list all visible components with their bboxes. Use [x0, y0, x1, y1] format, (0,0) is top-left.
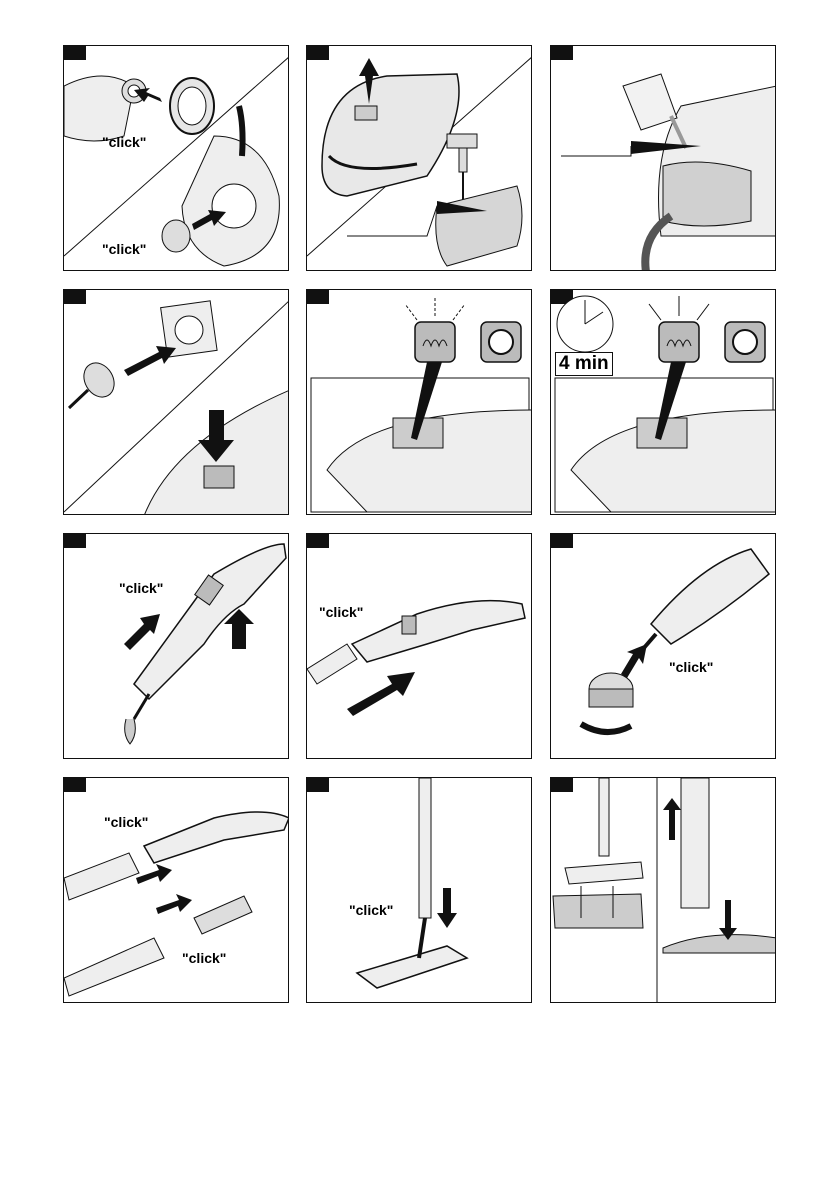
steam-lamp-icon — [481, 322, 521, 362]
click-label: "click" — [104, 814, 148, 830]
panel-8: "click" — [306, 533, 532, 759]
panel-5-illustration — [307, 290, 532, 515]
heater-lamp-icon — [405, 296, 465, 362]
floor-nozzle-icon — [357, 778, 467, 988]
panel-4-illustration — [64, 290, 289, 515]
panel-10-illustration — [64, 778, 289, 1003]
floor-nozzle-icon — [565, 778, 643, 884]
steam-gun-icon — [352, 601, 525, 662]
cap-icon — [170, 78, 214, 134]
steam-gun-icon — [643, 549, 769, 649]
panel-3-illustration — [551, 46, 776, 271]
switch-icon — [204, 466, 234, 488]
click-label: "click" — [319, 604, 363, 620]
click-label: "click" — [349, 902, 393, 918]
timer-label: 4 min — [555, 352, 613, 376]
panel-9: "click" — [550, 533, 776, 759]
panel-1: "click" "click" — [63, 45, 289, 271]
panel-7: "click" — [63, 533, 289, 759]
click-label: "click" — [102, 241, 146, 257]
steam-gun-icon — [144, 812, 289, 863]
steam-lamp-icon — [725, 322, 765, 362]
panel-12-illustration — [551, 778, 776, 1003]
panel-3 — [550, 45, 776, 271]
panel-11: "click" — [306, 777, 532, 1003]
steam-cleaner-icon — [322, 74, 459, 196]
tap-icon — [447, 134, 477, 206]
panel-2-illustration — [307, 46, 532, 271]
click-label: "click" — [102, 134, 146, 150]
panel-2 — [306, 45, 532, 271]
panel-6: 4 min — [550, 289, 776, 515]
panel-1-illustration — [64, 46, 289, 271]
round-brush-icon — [589, 673, 633, 707]
click-label: "click" — [119, 580, 163, 596]
panel-6-illustration — [551, 290, 776, 515]
extension-tube-icon — [307, 644, 357, 684]
panel-10: "click" "click" — [63, 777, 289, 1003]
panel-5 — [306, 289, 532, 515]
power-plug-icon — [69, 357, 120, 408]
hose-connector-icon — [162, 220, 190, 252]
click-label: "click" — [669, 659, 713, 675]
heater-lamp-icon — [649, 296, 709, 362]
steam-cleaner-icon — [659, 86, 777, 236]
panel-8-illustration — [307, 534, 532, 759]
panel-12 — [550, 777, 776, 1003]
steam-gun-icon — [125, 544, 286, 744]
click-label: "click" — [182, 950, 226, 966]
panel-9-illustration — [551, 534, 776, 759]
panel-7-illustration — [64, 534, 289, 759]
clock-icon — [557, 296, 613, 352]
panel-11-illustration — [307, 778, 532, 1003]
floor-cloth-icon — [553, 894, 643, 928]
panel-4 — [63, 289, 289, 515]
